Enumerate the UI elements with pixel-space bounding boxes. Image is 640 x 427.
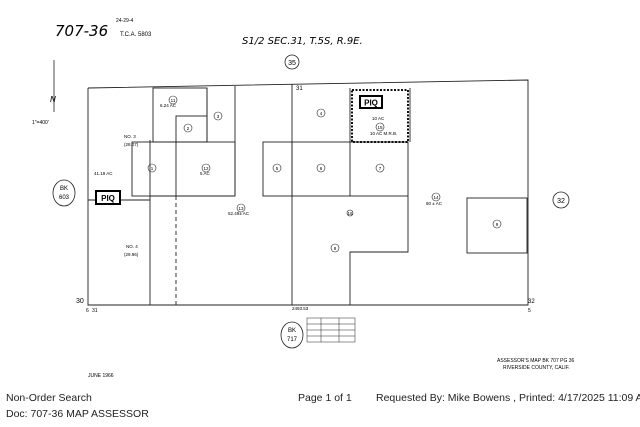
assessor-parcel-map: PIQ PIQ 707-36 24-29-4 T.C.A. 5803 S1/2 …	[32, 18, 575, 379]
parcel-3: 3	[217, 114, 220, 119]
assessor-note-2: RIVERSIDE COUNTY, CALIF.	[503, 365, 570, 371]
parcel-15-area: 10 AC M.R.B.	[370, 131, 397, 136]
parcel-12: 12	[203, 166, 209, 171]
section-32-bottom: 32	[528, 299, 535, 305]
parcel-6: 6	[320, 166, 323, 171]
parcel-8: 8	[334, 246, 337, 251]
parcel-13-area: 52.49± AC	[228, 211, 250, 216]
piq-tag-top: PIQ	[359, 95, 383, 109]
parcel-15: 15	[377, 125, 383, 130]
map-scale: 1"=400'	[32, 120, 49, 126]
parcel-16: 16	[347, 211, 353, 216]
svg-text:603: 603	[59, 195, 70, 201]
piq-parcel	[351, 89, 409, 143]
page-number: Page 1 of 1	[298, 392, 352, 404]
parcel-5: 5	[276, 166, 279, 171]
svg-text:35: 35	[288, 60, 296, 67]
map-section: S1/2 SEC.31, T.5S, R.9E.	[242, 36, 363, 47]
requested-by: Requested By: Mike Bowens , Printed: 4/1…	[376, 392, 640, 404]
map-book-page: 707-36	[55, 22, 108, 40]
book-ref-603: BK 603	[52, 179, 76, 207]
north-arrow: N	[50, 95, 56, 104]
parcel-10-area: 10 AC	[372, 116, 385, 121]
lot-4-sub: (29.96)	[124, 252, 139, 257]
section-31-bottom: 31	[92, 308, 98, 314]
lot-3: NO. 3	[124, 134, 136, 139]
print-footer: Non-Order Search Doc: 707-36 MAP ASSESSO…	[0, 388, 640, 427]
parcel-2: 2	[187, 126, 190, 131]
svg-text:PIQ: PIQ	[101, 194, 115, 203]
assessor-note-1: ASSESSOR'S MAP BK 707 PG 36	[497, 358, 575, 364]
svg-text:BK: BK	[288, 328, 296, 334]
parcel-14-area: 80 ± AC	[426, 201, 443, 206]
section-5: 5	[528, 308, 531, 314]
acres-mid: 5 AC	[200, 171, 211, 176]
map-tca: T.C.A. 5803	[120, 32, 152, 38]
acres-left: 41.19 AC	[94, 171, 113, 176]
parcel-13: 13	[238, 206, 244, 211]
parcel-14: 14	[433, 195, 439, 200]
piq-tag-left: PIQ	[95, 190, 121, 205]
svg-text:717: 717	[287, 337, 298, 343]
section-circle-right: 32	[552, 191, 570, 209]
section-31-top: 31	[296, 86, 303, 92]
section-circle-top: 35	[284, 54, 300, 70]
parcel-7: 7	[379, 166, 382, 171]
parcel-11: 11	[171, 98, 176, 103]
book-ref-717: BK 717	[280, 321, 304, 349]
summary-table	[306, 317, 356, 343]
map-boundary	[87, 79, 529, 306]
bottom-dims: 2493.53	[292, 306, 309, 311]
map-date: JUNE 1966	[88, 373, 114, 379]
search-type: Non-Order Search	[6, 392, 92, 404]
section-6: 6	[86, 308, 89, 314]
map-book-page-small: 24-29-4	[116, 18, 133, 24]
parcel-9: 9	[496, 222, 499, 227]
svg-text:32: 32	[557, 198, 565, 205]
svg-text:PIQ: PIQ	[364, 99, 378, 108]
doc-label: Doc: 707-36 MAP ASSESSOR	[6, 408, 149, 420]
lot-3-sub: (28.07)	[124, 142, 139, 147]
parcel-1: 1	[151, 166, 154, 171]
acres-small: 6.24 AC	[160, 103, 177, 108]
svg-text:BK: BK	[60, 186, 68, 192]
parcel-4: 4	[320, 111, 323, 116]
section-30: 30	[76, 298, 84, 305]
lot-4: NO. 4	[126, 244, 138, 249]
